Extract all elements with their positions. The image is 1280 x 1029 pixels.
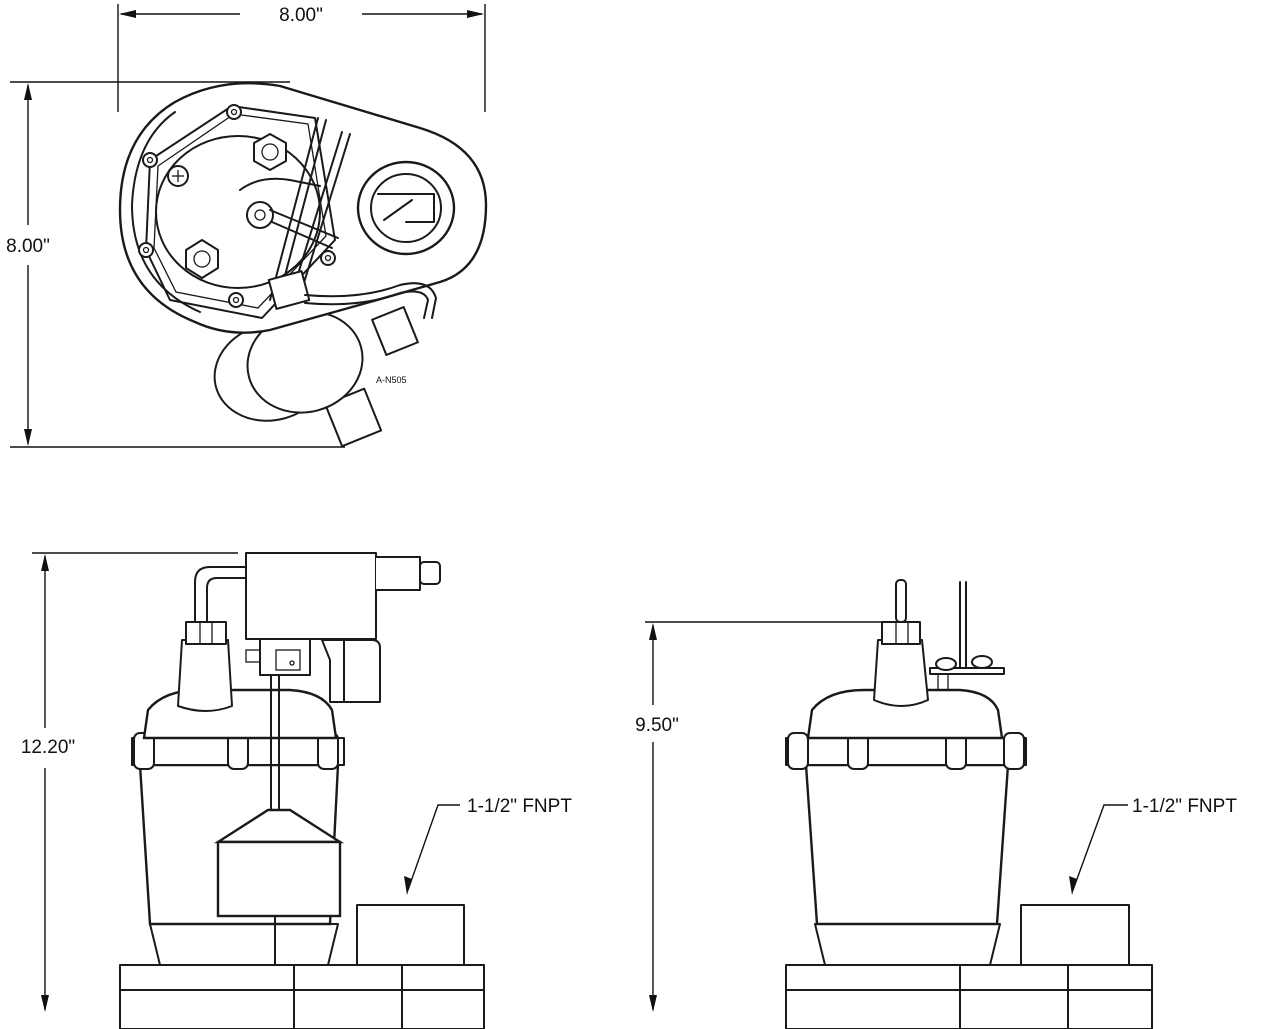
front-intake-screen — [149, 923, 339, 966]
top-width-label: 8.00" — [279, 5, 323, 26]
front-base — [119, 964, 485, 1029]
top-depth-dimension: 8.00" — [6, 81, 345, 448]
side-flange-bolts — [787, 732, 1025, 770]
side-base — [785, 964, 1153, 1029]
side-intake-screen — [814, 923, 1001, 966]
front-float — [213, 674, 345, 966]
front-discharge-note: 1-1/2" FNPT — [467, 796, 572, 817]
front-discharge-box — [356, 904, 465, 966]
side-height-label: 9.50" — [635, 715, 679, 736]
top-float — [213, 306, 419, 448]
front-switch-box — [245, 552, 441, 676]
side-switch-rod — [929, 581, 1005, 691]
top-depth-label: 8.00" — [6, 236, 50, 257]
side-discharge-note: 1-1/2" FNPT — [1132, 796, 1237, 817]
side-cord-fitting — [873, 579, 929, 707]
front-view: 12.20" — [21, 552, 572, 1029]
side-discharge-box — [1020, 904, 1130, 966]
front-height-label: 12.20" — [21, 737, 75, 758]
top-view: 8.00" 8.00" — [6, 4, 488, 448]
front-cord-fitting — [177, 566, 251, 712]
top-part-label: A-N505 — [376, 375, 407, 385]
front-height-dimension: 12.20" — [21, 552, 238, 1012]
side-height-dimension: 9.50" — [635, 621, 885, 1012]
side-view: 9.50" — [635, 579, 1237, 1029]
top-discharge-port — [356, 160, 456, 256]
top-switch-linkage — [239, 117, 437, 319]
top-width-dimension: 8.00" — [117, 4, 486, 112]
side-motor-housing — [804, 763, 1010, 926]
top-flange-bolts — [138, 104, 336, 308]
